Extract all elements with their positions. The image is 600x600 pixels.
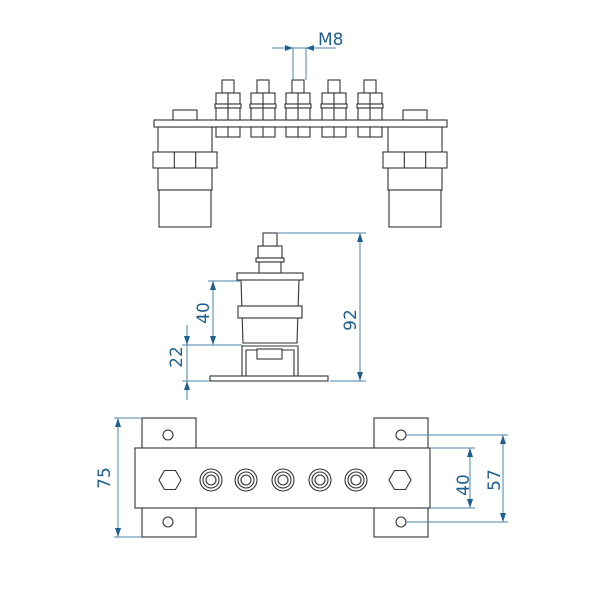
terminal-stud <box>249 79 277 138</box>
stud-washer <box>255 257 285 263</box>
front-view <box>152 79 448 228</box>
stud-end <box>350 474 362 486</box>
insulator-hex <box>152 151 218 169</box>
dim-m8-label: M8 <box>318 30 343 50</box>
hex-edges <box>403 152 427 168</box>
hex-bolt <box>388 469 412 491</box>
hex-edges <box>173 152 197 168</box>
dim-40-plan-lines <box>430 447 475 509</box>
dim-75-lines <box>114 417 142 538</box>
stud-nut-top <box>257 245 283 259</box>
terminal-stud <box>320 79 348 138</box>
base-plate <box>209 375 329 382</box>
bottom-nut <box>256 348 283 360</box>
side-view: 92 40 22 <box>167 232 366 400</box>
dim-57-lines <box>406 434 508 523</box>
mounting-hole <box>395 429 407 441</box>
dim-40-label: 40 <box>194 302 214 324</box>
stud <box>327 79 341 94</box>
stud-end <box>240 474 252 486</box>
insulator-lower <box>388 189 442 228</box>
mounting-hole <box>395 516 407 528</box>
stud <box>262 232 278 247</box>
dim-m8-arrows <box>285 45 314 51</box>
dim-57-arrows <box>500 435 506 522</box>
insulator-hex <box>382 151 448 169</box>
insulator-flange <box>236 272 304 281</box>
stud-end <box>314 474 326 486</box>
dim-m8: M8 <box>272 30 343 80</box>
stud <box>291 79 305 94</box>
stud <box>256 79 270 94</box>
dim-40-plan-label: 40 <box>454 474 474 496</box>
hex-bolt <box>158 469 182 491</box>
dim-57-label: 57 <box>485 469 505 491</box>
dim-92-label: 92 <box>341 309 361 331</box>
stud-end <box>277 474 289 486</box>
insulator <box>382 126 448 228</box>
terminal-stud <box>214 79 242 138</box>
busbar-plate <box>153 119 448 128</box>
dim-22-label: 22 <box>167 346 187 368</box>
mounting-hole <box>162 516 174 528</box>
insulator-lower <box>158 189 212 228</box>
mounting-hole <box>162 429 174 441</box>
stud-end <box>205 474 217 486</box>
plan-view: 75 40 57 <box>95 417 508 538</box>
side-bolt-head <box>402 109 428 121</box>
stud <box>221 79 235 94</box>
stud-nut-bottom <box>258 261 282 274</box>
dim-75-label: 75 <box>95 467 115 489</box>
dim-m8-lines <box>272 47 336 80</box>
insulator-band <box>237 305 303 319</box>
terminal-stud <box>356 79 384 138</box>
terminal-stud <box>284 79 312 138</box>
insulator <box>152 126 218 228</box>
side-bolt-head <box>172 109 198 121</box>
stud <box>363 79 377 94</box>
